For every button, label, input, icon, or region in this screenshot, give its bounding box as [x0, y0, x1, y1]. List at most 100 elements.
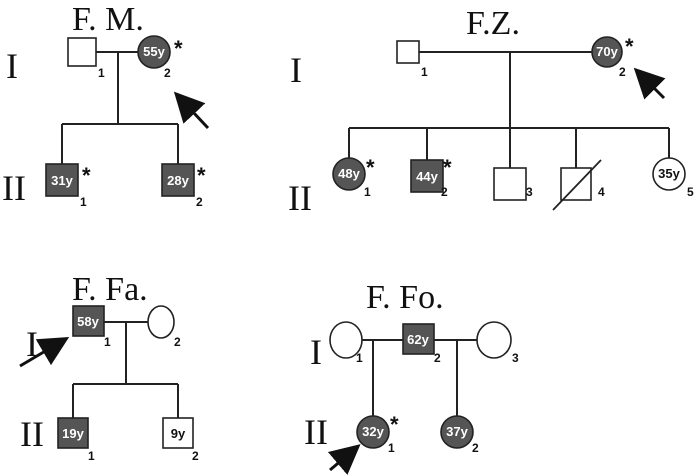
male-square-icon: [396, 40, 420, 64]
asterisk-marker: *: [390, 412, 399, 437]
pedigree-individual[interactable]: 48y * 1: [332, 155, 375, 199]
family-fz: F.Z. I II 1 70y * 2 48y * 1: [288, 5, 694, 218]
male-square-icon: [67, 37, 97, 67]
generation-label: II: [288, 178, 312, 218]
age-label: 9y: [171, 426, 186, 441]
pedigree-individual[interactable]: 55y * 2: [137, 35, 210, 130]
pedigree-individual[interactable]: 9y 2: [162, 417, 199, 463]
male-square-icon: [161, 163, 195, 197]
family-ffa: F. Fa. I II 58y 1 2 19y 1 9y 2: [19, 271, 199, 463]
proband-arrow-icon: [173, 91, 210, 130]
male-square-icon: [45, 163, 79, 197]
male-square-icon: [57, 417, 89, 449]
deceased-slash-icon: [552, 159, 602, 211]
individual-number: 2: [619, 65, 626, 79]
male-square-icon: [72, 305, 105, 337]
individual-number: 1: [364, 185, 371, 199]
individual-number: 1: [88, 449, 95, 463]
pedigree-individual[interactable]: 32y * 1: [327, 412, 399, 475]
individual-number: 3: [526, 185, 533, 199]
pedigree-individual[interactable]: 70y * 2: [591, 34, 666, 100]
age-label: 58y: [77, 314, 99, 329]
age-label: 19y: [62, 426, 84, 441]
pedigree-individual[interactable]: 1: [329, 321, 363, 365]
individual-number: 5: [687, 185, 694, 199]
individual-number: 2: [164, 66, 171, 80]
individual-number: 2: [434, 351, 441, 365]
individual-number: 2: [196, 195, 203, 209]
generation-label: I: [6, 46, 18, 86]
individual-number: 4: [598, 185, 605, 199]
female-circle-icon: [137, 35, 171, 69]
female-circle-icon: [356, 415, 390, 449]
male-square-icon: [410, 159, 444, 193]
proband-arrow-icon: [633, 67, 666, 100]
generation-label: I: [290, 50, 302, 90]
pedigree-individual[interactable]: 28y * 2: [161, 163, 206, 209]
asterisk-marker: *: [174, 36, 183, 61]
male-square-icon: [162, 417, 194, 449]
individual-number: 2: [174, 335, 181, 349]
asterisk-marker: *: [625, 34, 634, 59]
female-circle-icon: [329, 321, 363, 359]
age-label: 35y: [658, 166, 680, 181]
family-title: F.Z.: [466, 5, 520, 42]
pedigree-individual[interactable]: 35y 5: [652, 157, 694, 199]
male-square-icon: [402, 323, 435, 355]
pedigree-individual[interactable]: 44y * 2: [410, 155, 452, 199]
pedigree-individual[interactable]: 3: [476, 321, 519, 365]
pedigree-individual[interactable]: 58y 1: [19, 305, 111, 368]
generation-label: II: [304, 412, 328, 452]
age-label: 48y: [338, 166, 360, 181]
pedigree-individual[interactable]: 37y 2: [440, 415, 479, 455]
age-label: 37y: [446, 424, 468, 439]
pedigree-individual[interactable]: 31y * 1: [45, 163, 91, 209]
asterisk-marker: *: [82, 163, 91, 188]
female-circle-icon: [652, 157, 686, 191]
individual-number: 2: [472, 441, 479, 455]
age-label: 70y: [596, 44, 618, 59]
asterisk-marker: *: [197, 163, 206, 188]
pedigree-individual[interactable]: 2: [147, 305, 181, 349]
age-label: 44y: [416, 169, 438, 184]
individual-number: 1: [356, 351, 363, 365]
individual-number: 2: [441, 185, 448, 199]
pedigree-individual[interactable]: 1: [396, 40, 428, 79]
family-title: F. M.: [72, 1, 144, 38]
family-title: F. Fo.: [366, 279, 444, 316]
individual-number: 1: [388, 441, 395, 455]
female-circle-icon: [591, 36, 623, 68]
age-label: 31y: [51, 173, 73, 188]
proband-arrow-icon: [327, 444, 361, 475]
proband-arrow-icon: [19, 336, 70, 368]
family-fm: F. M. I II 1 55y * 2 31y * 1: [2, 1, 210, 209]
generation-label: II: [2, 168, 26, 208]
generation-label: I: [310, 332, 322, 372]
individual-number: 1: [421, 65, 428, 79]
male-square-icon: [493, 167, 527, 201]
age-label: 62y: [407, 332, 429, 347]
asterisk-marker: *: [366, 155, 375, 180]
generation-label: II: [20, 414, 44, 454]
individual-number: 2: [192, 449, 199, 463]
pedigree-individual[interactable]: 3: [493, 167, 533, 201]
male-square-icon: [560, 167, 592, 201]
family-title: F. Fa.: [72, 271, 148, 308]
pedigree-individual[interactable]: 1: [67, 37, 105, 80]
individual-number: 3: [512, 351, 519, 365]
family-ffo: F. Fo. I II 1 62y 2 3 32y * 1: [304, 279, 519, 475]
age-label: 32y: [362, 424, 384, 439]
asterisk-marker: *: [443, 155, 452, 180]
pedigree-individual[interactable]: 4: [552, 159, 605, 211]
pedigree-individual[interactable]: 62y 2: [402, 323, 441, 365]
individual-number: 1: [98, 66, 105, 80]
generation-label: I: [26, 324, 38, 364]
pedigree-individual[interactable]: 19y 1: [57, 417, 95, 463]
individual-number: 1: [104, 335, 111, 349]
female-circle-icon: [147, 305, 175, 339]
age-label: 28y: [167, 173, 189, 188]
individual-number: 1: [80, 195, 87, 209]
female-circle-icon: [476, 321, 512, 359]
female-circle-icon: [332, 157, 366, 191]
